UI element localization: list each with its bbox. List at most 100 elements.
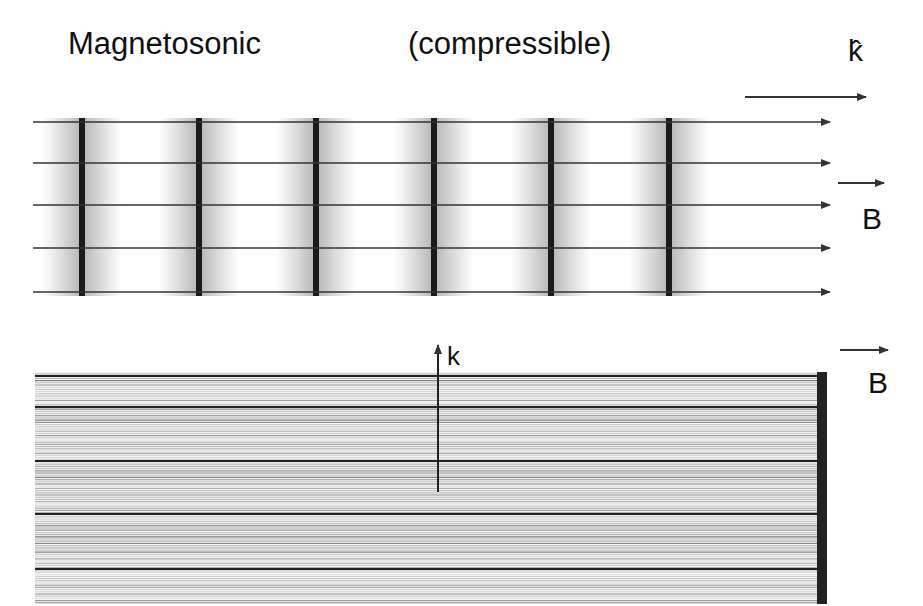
field-line <box>35 446 818 447</box>
edge-bar <box>817 372 827 604</box>
field-line <box>35 437 818 438</box>
field-line <box>35 514 818 515</box>
field-line <box>35 523 818 524</box>
field-label: B <box>862 204 882 234</box>
field-line <box>35 479 818 480</box>
field-line <box>35 483 818 484</box>
field-line <box>35 541 818 542</box>
k-arrow <box>437 345 439 492</box>
field-line <box>35 431 818 432</box>
field-line-dark <box>35 568 818 570</box>
field-line <box>35 569 818 570</box>
field-line <box>35 525 818 526</box>
vector-arrow <box>838 182 884 184</box>
field-line <box>35 411 818 412</box>
field-label: B <box>868 368 888 398</box>
field-line <box>35 543 818 544</box>
field-line <box>35 532 818 533</box>
field-line <box>35 424 818 425</box>
field-line <box>35 550 818 551</box>
field-line <box>35 418 818 419</box>
k-arrow <box>745 96 866 98</box>
field-line <box>35 455 818 456</box>
field-line <box>35 563 818 564</box>
field-line <box>35 475 818 476</box>
field-line <box>35 536 818 537</box>
field-line <box>35 499 818 500</box>
field-line <box>35 400 818 401</box>
field-line <box>35 426 818 427</box>
field-line <box>35 547 818 548</box>
band-shade <box>276 118 356 296</box>
field-line <box>33 247 830 249</box>
field-line <box>35 396 818 397</box>
field-line <box>35 565 818 566</box>
field-line <box>35 517 818 518</box>
field-line <box>35 497 818 498</box>
field-line <box>35 433 818 434</box>
field-line <box>35 380 818 381</box>
field-line <box>35 398 818 399</box>
band-shade <box>394 118 474 296</box>
field-line <box>35 389 818 390</box>
field-line <box>35 453 818 454</box>
field-line <box>35 503 818 504</box>
field-line <box>35 589 818 590</box>
field-line <box>35 422 818 423</box>
field-line <box>33 291 830 293</box>
field-line <box>35 578 818 579</box>
field-line <box>35 481 818 482</box>
field-line <box>35 494 818 495</box>
field-line <box>35 530 818 531</box>
field-line-dark <box>35 513 818 515</box>
field-line <box>35 457 818 458</box>
field-line <box>35 486 818 487</box>
field-line <box>35 561 818 562</box>
field-line <box>35 572 818 573</box>
compression-band <box>666 118 672 296</box>
field-line <box>35 451 818 452</box>
field-line <box>35 602 818 603</box>
field-line <box>33 121 830 123</box>
field-line <box>35 407 818 408</box>
field-line <box>35 527 818 528</box>
field-line <box>35 508 818 509</box>
field-line <box>35 473 818 474</box>
vector-arrow <box>840 349 888 351</box>
field-line <box>35 376 818 377</box>
field-line <box>35 521 818 522</box>
perpendicular-field-lines <box>35 372 820 604</box>
field-line <box>35 387 818 388</box>
field-line <box>35 462 818 463</box>
field-line <box>35 393 818 394</box>
wavevector-label: k <box>447 343 460 369</box>
band-shade <box>42 118 122 296</box>
band-shade <box>629 118 709 296</box>
field-line <box>35 596 818 597</box>
field-line <box>35 420 818 421</box>
field-line <box>35 600 818 601</box>
field-line <box>35 492 818 493</box>
field-line <box>35 519 818 520</box>
field-line <box>35 591 818 592</box>
band-shade <box>511 118 591 296</box>
field-line <box>35 468 818 469</box>
field-line <box>35 585 818 586</box>
field-line-dark <box>35 375 818 377</box>
field-line <box>35 510 818 511</box>
field-line <box>35 552 818 553</box>
field-line <box>35 582 818 583</box>
field-line <box>35 598 818 599</box>
field-line <box>35 378 818 379</box>
panel-ground <box>35 372 820 604</box>
compression-band <box>548 118 554 296</box>
field-line <box>35 506 818 507</box>
field-line <box>35 382 818 383</box>
compression-bands <box>42 118 709 296</box>
field-line <box>33 204 830 206</box>
field-line <box>35 470 818 471</box>
field-line <box>35 554 818 555</box>
field-line <box>35 466 818 467</box>
